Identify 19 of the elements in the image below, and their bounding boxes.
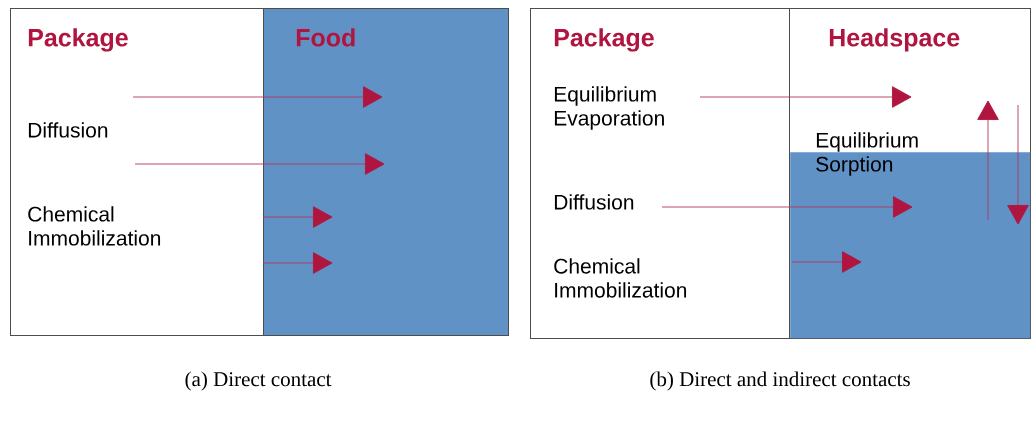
arrow [977,100,999,221]
text-label: Chemical Immobilization [554,258,687,298]
arrow [262,252,333,274]
arrow [132,86,383,108]
caption: (b) Direct and indirect contacts [650,371,910,391]
text-label: Equilibrium Sorption [816,132,918,176]
arrow [791,251,862,273]
text-label: Equilibrium Evaporation [554,86,664,130]
food-region [790,152,1031,339]
arrow [262,206,333,228]
arrow [1007,104,1029,225]
text-label: Chemical Immobilization [28,206,161,246]
caption: (a) Direct contact [185,371,332,391]
food-region: Food [263,8,509,336]
text-label: Diffusion [28,122,108,138]
arrow [661,196,913,218]
arrow [134,153,385,175]
arrow [699,86,912,108]
text-label: Diffusion [554,194,634,210]
